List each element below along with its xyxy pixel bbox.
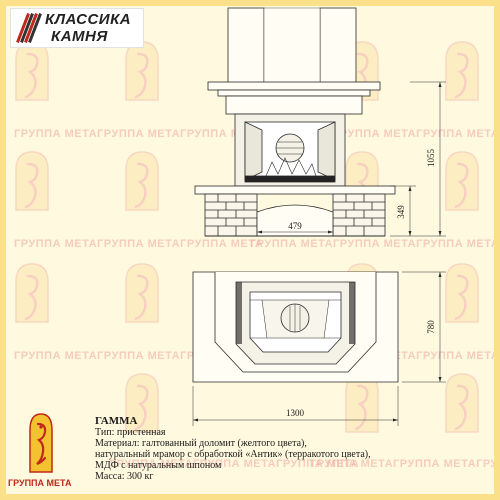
dim-width-total: 1300 bbox=[286, 408, 305, 418]
company-logo: КЛАССИКА КАМНЯ bbox=[10, 8, 144, 48]
brand-caption: ГРУППА МЕТА bbox=[8, 478, 72, 488]
watermark-row-2: ГРУППА МЕТАГРУППА МЕТАГРУППА МЕТА bbox=[14, 238, 264, 250]
watermark-seahorse-icon bbox=[125, 41, 159, 101]
firebox-side-left bbox=[244, 121, 263, 181]
watermark-row-2b: ГРУППА МЕТАГРУППА МЕТАГРУППА МЕТА bbox=[250, 238, 500, 250]
top-cornice bbox=[207, 81, 381, 91]
product-type: Тип: пристенная bbox=[95, 427, 166, 438]
top-cornice-2 bbox=[217, 89, 371, 97]
watermark-seahorse-icon bbox=[15, 263, 49, 323]
chimney-inner bbox=[263, 7, 321, 87]
logo-mark-icon bbox=[16, 13, 42, 43]
dim-height-total: 1055 bbox=[426, 149, 436, 168]
fire-grate bbox=[265, 157, 317, 177]
chimney-column-right bbox=[319, 7, 357, 87]
watermark-seahorse-icon bbox=[445, 373, 479, 433]
watermark-row-1: ГРУППА МЕТАГРУППА МЕТАГРУППА МЕТА bbox=[14, 128, 264, 140]
product-material-2: натуральный мрамор с обработкой «Антик» … bbox=[95, 449, 371, 460]
firebox-floor bbox=[244, 175, 336, 183]
base-arch bbox=[256, 204, 334, 236]
logo-line-2: КАМНЯ bbox=[51, 28, 108, 45]
watermark-seahorse-icon bbox=[15, 151, 49, 211]
brick-base-left bbox=[204, 193, 258, 237]
dim-opening-width: 479 bbox=[288, 221, 302, 231]
plan-edge-right bbox=[349, 282, 355, 344]
product-description: ГАММА Тип: пристенная Материал: галтован… bbox=[95, 415, 455, 483]
firebox-side-right bbox=[317, 121, 336, 181]
plan-edge-left bbox=[236, 282, 242, 344]
dim-height-base: 349 bbox=[396, 205, 406, 219]
hood-panel bbox=[225, 95, 363, 115]
product-mass: Масса: 300 кг bbox=[95, 471, 154, 482]
watermark-seahorse-icon bbox=[125, 263, 159, 323]
mantel-shelf bbox=[194, 185, 396, 195]
logo-line-1: КЛАССИКА bbox=[45, 11, 132, 28]
product-title: ГАММА bbox=[95, 415, 138, 427]
watermark-seahorse-icon bbox=[445, 41, 479, 101]
watermark-seahorse-icon bbox=[445, 263, 479, 323]
watermark-seahorse-icon bbox=[125, 151, 159, 211]
product-material-3: МДФ с натуральным шпоном bbox=[95, 460, 222, 471]
watermark-row-4: ГРУППА МЕТАГРУППА МЕТАГРУППА МЕТА bbox=[110, 458, 360, 470]
brand-seahorse-logo-icon bbox=[29, 413, 53, 473]
watermark-row-4b: ГРУППА МЕТАГРУППА МЕТАГРУППА МЕТА bbox=[310, 458, 500, 470]
chimney-column-left bbox=[227, 7, 265, 87]
watermark-seahorse-icon bbox=[125, 373, 159, 433]
brick-base-right bbox=[332, 193, 386, 237]
dim-depth: 780 bbox=[426, 320, 436, 334]
watermark-seahorse-icon bbox=[445, 151, 479, 211]
product-material-1: Материал: галтованный доломит (желтого ц… bbox=[95, 438, 307, 449]
